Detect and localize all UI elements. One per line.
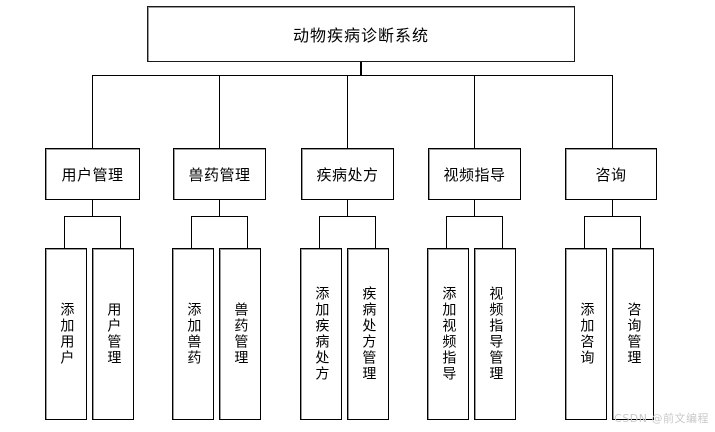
leaf-node-user-management[interactable]: 用户管理 [92, 248, 134, 420]
branch-node-disease-prescription[interactable]: 疾病处方 [301, 148, 394, 200]
connector-branch-5-leaf-2-drop [640, 216, 641, 248]
branch-node-label: 咨询 [595, 165, 627, 184]
leaf-node-label: 添加咨询 [578, 302, 595, 366]
connector-drop-branch-2 [219, 75, 220, 148]
root-node-label: 动物疾病诊断系统 [292, 26, 429, 45]
connector-branch-5-bus [584, 216, 641, 217]
leaf-node-add-user[interactable]: 添加用户 [45, 248, 87, 420]
connector-branch-2-leaf-2-drop [247, 216, 248, 248]
connector-drop-branch-1 [92, 75, 93, 148]
root-node[interactable]: 动物疾病诊断系统 [147, 6, 575, 62]
connector-branch-4-leaf-2-drop [502, 216, 503, 248]
leaf-node-add-video-guidance[interactable]: 添加视频指导 [427, 248, 469, 420]
leaf-node-add-veterinary-drug[interactable]: 添加兽药 [172, 248, 214, 420]
connector-branch-5-leaf-1-drop [584, 216, 585, 248]
branch-node-label: 视频指导 [443, 165, 506, 184]
connector-branch-4-bus [446, 216, 503, 217]
leaf-node-consultation-management[interactable]: 咨询管理 [612, 248, 654, 420]
connector-branch-2-bus [191, 216, 248, 217]
watermark: CSDN @前文编程 [614, 412, 709, 425]
connector-branch-3-leaf-1-drop [319, 216, 320, 248]
connector-branch-3-stem [347, 200, 348, 216]
leaf-node-video-guidance-management[interactable]: 视频指导管理 [474, 248, 516, 420]
branch-node-label: 用户管理 [61, 165, 124, 184]
connector-branch-2-stem [219, 200, 220, 216]
branch-node-consultation[interactable]: 咨询 [565, 148, 657, 200]
leaf-node-label: 添加疾病处方 [313, 286, 330, 382]
connector-branch-3-leaf-2-drop [375, 216, 376, 248]
branch-node-veterinary-drug-management[interactable]: 兽药管理 [173, 148, 266, 200]
leaf-node-veterinary-drug-management[interactable]: 兽药管理 [219, 248, 261, 420]
leaf-node-label: 咨询管理 [625, 302, 642, 366]
connector-branch-5-stem [612, 200, 613, 216]
leaf-node-label: 视频指导管理 [487, 286, 504, 382]
connector-branch-1-bus [64, 216, 121, 217]
leaf-node-label: 疾病处方管理 [360, 286, 377, 382]
leaf-node-label: 添加视频指导 [440, 286, 457, 382]
connector-drop-branch-3 [347, 75, 348, 148]
connector-branch-1-stem [92, 200, 93, 216]
leaf-node-label: 兽药管理 [232, 302, 249, 366]
connector-branch-2-leaf-1-drop [191, 216, 192, 248]
connector-branch-4-leaf-1-drop [446, 216, 447, 248]
leaf-node-add-consultation[interactable]: 添加咨询 [565, 248, 607, 420]
connector-main-bus [92, 75, 613, 76]
connector-root-stem [360, 62, 362, 76]
connector-branch-1-leaf-1-drop [64, 216, 65, 248]
connector-branch-4-stem [474, 200, 475, 216]
leaf-node-label: 添加用户 [58, 302, 75, 366]
branch-node-label: 兽药管理 [188, 165, 251, 184]
leaf-node-label: 用户管理 [105, 302, 122, 366]
connector-branch-1-leaf-2-drop [120, 216, 121, 248]
connector-branch-3-bus [319, 216, 376, 217]
connector-drop-branch-5 [612, 75, 613, 148]
connector-drop-branch-4 [474, 75, 475, 148]
branch-node-label: 疾病处方 [316, 165, 379, 184]
leaf-node-disease-prescription-management[interactable]: 疾病处方管理 [347, 248, 389, 420]
branch-node-video-guidance[interactable]: 视频指导 [428, 148, 521, 200]
leaf-node-add-disease-prescription[interactable]: 添加疾病处方 [300, 248, 342, 420]
leaf-node-label: 添加兽药 [185, 302, 202, 366]
branch-node-user-management[interactable]: 用户管理 [45, 148, 140, 200]
